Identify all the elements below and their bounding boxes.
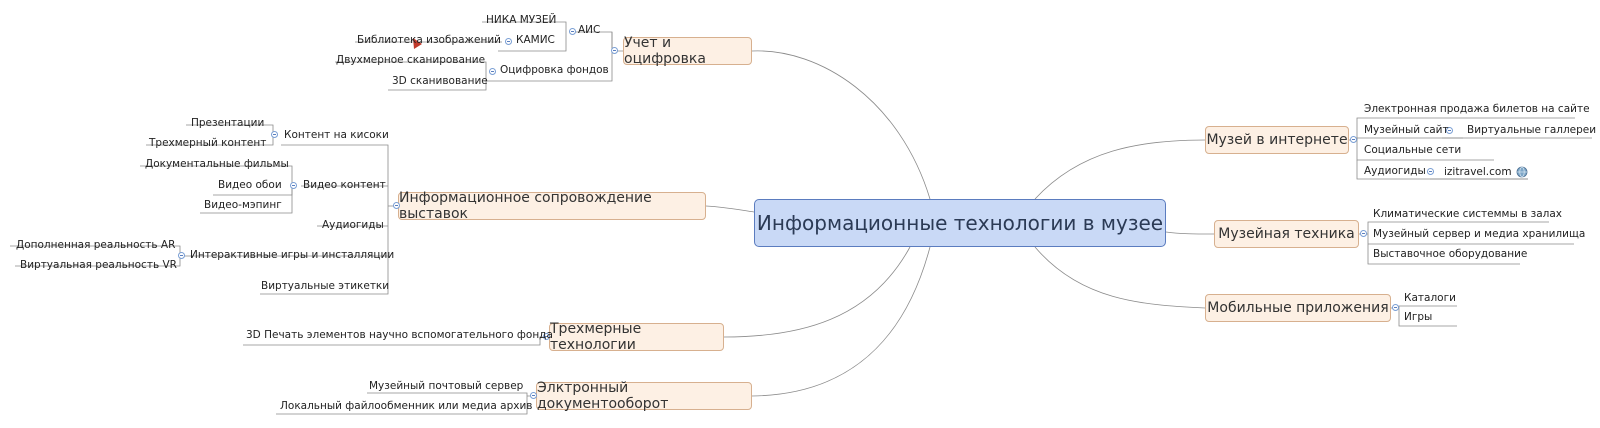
node-ais[interactable]: АИС [578, 24, 601, 36]
topic-three-d[interactable]: Трехмерные технологии [549, 321, 724, 353]
node-audio-guides-exhibit[interactable]: Аудиогиды [322, 219, 384, 231]
topic-accounting[interactable]: Учет и оцифровка [623, 35, 752, 67]
topic-accounting-label: Учет и оцифровка [624, 35, 706, 67]
node-scan-3d[interactable]: 3D сканивование [392, 75, 488, 87]
node-social[interactable]: Социальные сети [1364, 144, 1462, 156]
node-climate[interactable]: Климатические системмы в залах [1373, 208, 1563, 220]
collapse-toggle-icon[interactable] [543, 333, 550, 340]
collapse-toggle-icon[interactable] [530, 392, 537, 399]
node-izitravel[interactable]: izitravel.com [1444, 166, 1512, 178]
node-image-library[interactable]: Библиотека изображений [357, 34, 501, 46]
node-3d-print[interactable]: 3D Печать элементов научно вспомогательн… [246, 329, 553, 341]
node-exhibit-equipment[interactable]: Выставочное оборудование [1373, 248, 1528, 260]
topic-internet-label: Музей в интернете [1206, 132, 1348, 148]
node-digitization[interactable]: Оцифровка фондов [500, 64, 609, 76]
node-kiosk-content[interactable]: Контент на кисоки [284, 129, 389, 141]
globe-icon [1516, 166, 1528, 178]
topic-mobile[interactable]: Мобильные приложения [1205, 294, 1391, 322]
collapse-toggle-icon[interactable] [1360, 230, 1367, 237]
node-virtual-labels[interactable]: Виртуальные этикетки [261, 280, 390, 292]
collapse-toggle-icon[interactable] [1392, 304, 1399, 311]
node-video-content[interactable]: Видео контент [303, 179, 386, 191]
node-website[interactable]: Музейный сайт [1364, 124, 1449, 136]
topic-three-d-label: Трехмерные технологии [550, 321, 642, 353]
node-video-mapping[interactable]: Видео-мэпинг [204, 199, 282, 211]
node-server-storage[interactable]: Музейный сервер и медиа хранилища [1373, 228, 1586, 240]
topic-exhibitions[interactable]: Информационное сопровождение выставок [398, 190, 706, 222]
topic-equipment-label: Музейная техника [1218, 226, 1355, 242]
collapse-toggle-icon[interactable] [489, 68, 496, 75]
topic-equipment[interactable]: Музейная техника [1214, 220, 1359, 248]
collapse-toggle-icon[interactable] [290, 182, 297, 189]
node-nika[interactable]: НИКА МУЗЕЙ [486, 14, 557, 26]
node-3d-content[interactable]: Трехмерный контент [149, 137, 267, 149]
collapse-toggle-icon[interactable] [393, 202, 400, 209]
node-interactive[interactable]: Интерактивные игры и инсталляции [190, 249, 395, 261]
node-documentaries[interactable]: Документальные фильмы [145, 158, 289, 170]
collapse-toggle-icon[interactable] [611, 47, 618, 54]
collapse-toggle-icon[interactable] [271, 131, 278, 138]
collapse-toggle-icon[interactable] [178, 252, 185, 259]
node-scan-2d[interactable]: Двухмерное сканирование [336, 54, 486, 66]
topic-internet[interactable]: Музей в интернете [1205, 126, 1349, 154]
topic-edoc[interactable]: Элктронный документооборот [536, 380, 752, 412]
node-ticket-sales[interactable]: Электронная продажа билетов на сайте [1364, 103, 1590, 115]
node-ar[interactable]: Дополненная реальность AR [16, 239, 176, 251]
collapse-toggle-icon[interactable] [1446, 127, 1453, 134]
central-topic[interactable]: Информационные технологии в музее [754, 199, 1166, 247]
node-games[interactable]: Игры [1404, 311, 1433, 323]
collapse-toggle-icon[interactable] [1350, 136, 1357, 143]
node-mail-server[interactable]: Музейный почтовый сервер [369, 380, 524, 392]
node-virtual-galleries[interactable]: Виртуальные галлереи [1467, 124, 1597, 136]
central-topic-label: Информационные технологии в музее [756, 211, 1164, 235]
node-file-share[interactable]: Локальный файлообменник или медиа архив [280, 400, 533, 412]
node-vr[interactable]: Виртуальная реальность VR [20, 259, 177, 271]
topic-exhibitions-label: Информационное сопровождение выставок [399, 190, 652, 222]
node-catalogs[interactable]: Каталоги [1404, 292, 1456, 304]
node-audio-guides-web[interactable]: Аудиогиды [1364, 165, 1426, 177]
node-video-wallpaper[interactable]: Видео обои [218, 179, 282, 191]
node-kamis[interactable]: КАМИС [516, 34, 555, 46]
collapse-toggle-icon[interactable] [1427, 168, 1434, 175]
node-presentations[interactable]: Презентации [191, 117, 265, 129]
topic-mobile-label: Мобильные приложения [1207, 300, 1389, 316]
collapse-toggle-icon[interactable] [505, 38, 512, 45]
topic-edoc-label: Элктронный документооборот [537, 380, 669, 412]
collapse-toggle-icon[interactable] [569, 28, 576, 35]
